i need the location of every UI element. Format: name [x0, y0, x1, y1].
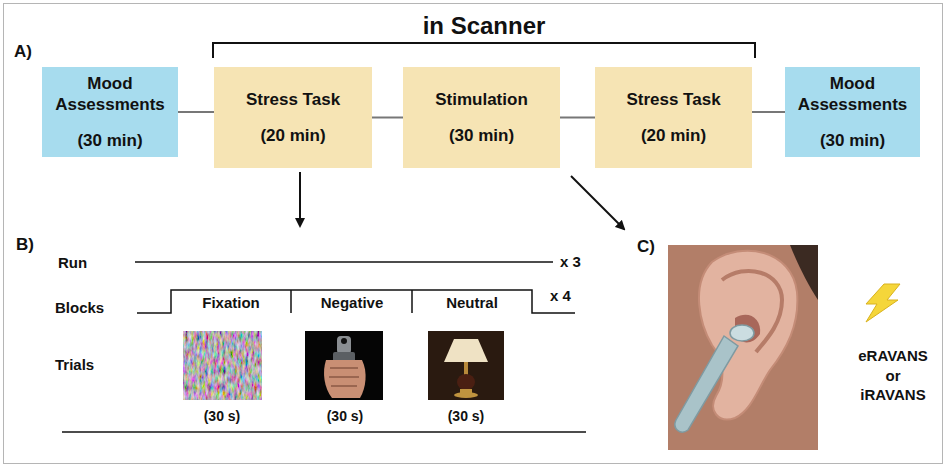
duration-text: (30 min) [77, 130, 142, 151]
timeline-connector [752, 111, 785, 112]
duration-text: (20 min) [641, 125, 706, 146]
timeline-connector [372, 117, 403, 118]
row-label: Run [58, 254, 87, 271]
ear-photo [668, 245, 818, 450]
task-box: Stress Task (20 min) [595, 67, 752, 168]
timeline-connector [178, 111, 214, 112]
panel-letter: B) [16, 235, 34, 255]
box-heading: Mood Assessments [50, 73, 170, 116]
panel-letter: A) [14, 42, 32, 62]
noise-image [183, 331, 262, 400]
duration-text: (30 min) [820, 130, 885, 151]
bottom-rule [62, 431, 586, 433]
connector-line [560, 117, 595, 119]
run-line [135, 261, 553, 263]
lightning-bolt [866, 284, 900, 322]
box-heading: Stress Task [626, 89, 720, 110]
repeat-count: x 4 [550, 287, 571, 304]
task-box: Stress Task (20 min) [214, 67, 372, 168]
lamp-image [428, 331, 504, 400]
box-heading: Mood Assessments [793, 73, 912, 116]
duration-label: (30 s) [327, 408, 364, 424]
block-divider [290, 290, 292, 313]
row-label: Trials [55, 356, 94, 373]
duration-text: (30 min) [449, 125, 514, 146]
timeline-connector [560, 117, 595, 118]
duration-label: (30 s) [448, 408, 485, 424]
duration-text: (20 min) [260, 125, 325, 146]
frame [4, 4, 943, 464]
block-waveform [137, 290, 575, 313]
connector-line [372, 117, 403, 119]
stimulation-type: eRAVANS or iRAVANS [858, 346, 927, 405]
assessment-box: Mood Assessments (30 min) [785, 67, 920, 157]
block-label: Neutral [446, 294, 498, 311]
pointer-arrow [299, 172, 301, 226]
gun-image [305, 331, 383, 400]
box-heading: Stimulation [435, 89, 528, 110]
panel-letter: C) [637, 237, 655, 257]
repeat-count: x 3 [560, 253, 581, 270]
task-box: Stimulation (30 min) [403, 67, 560, 168]
connector-line [752, 111, 785, 113]
connector-line [178, 111, 214, 113]
assessment-box: Mood Assessments (30 min) [42, 67, 178, 157]
block-label: Negative [321, 294, 384, 311]
block-divider [411, 290, 413, 313]
pointer-arrow [571, 176, 624, 229]
bracket [213, 43, 755, 58]
duration-label: (30 s) [204, 408, 241, 424]
row-label: Blocks [55, 299, 104, 316]
block-label: Fixation [202, 294, 260, 311]
bracket-label: in Scanner [423, 12, 546, 40]
box-heading: Stress Task [246, 89, 340, 110]
